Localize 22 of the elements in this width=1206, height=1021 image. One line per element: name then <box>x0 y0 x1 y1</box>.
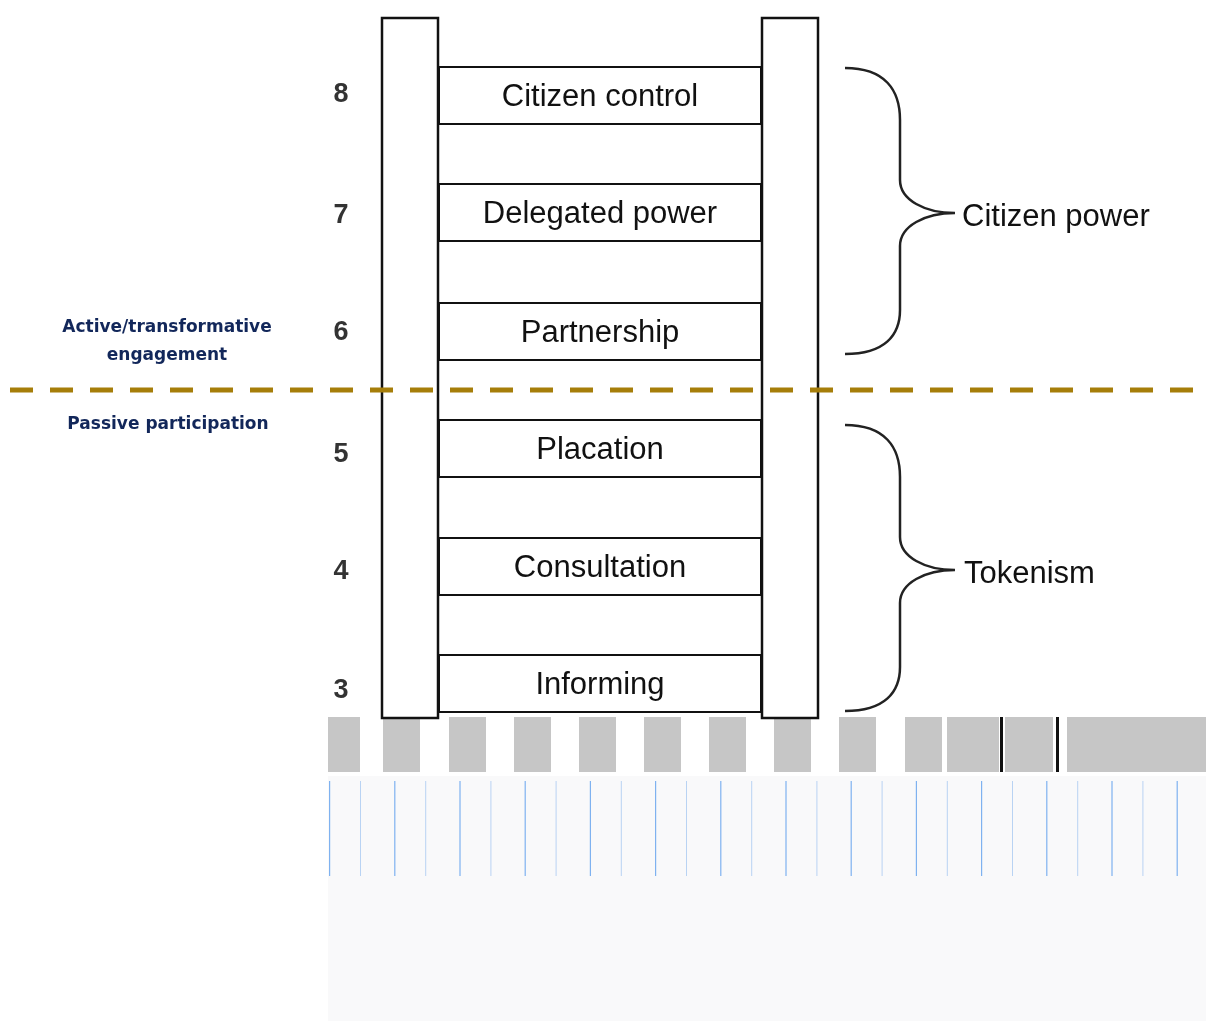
rung-number: 3 <box>333 673 349 705</box>
ladder-rung <box>438 537 762 596</box>
rung-label: Partnership <box>520 313 680 350</box>
rung-label: Informing <box>535 665 665 702</box>
rung-label: Consultation <box>513 548 687 585</box>
ladder-rung <box>438 302 762 361</box>
rung-number: 4 <box>333 554 349 586</box>
rung-label: Delegated power <box>482 194 718 231</box>
ladder-rung <box>438 654 762 713</box>
ladder-rung <box>438 66 762 125</box>
ladder-rung <box>438 419 762 478</box>
rung-number: 5 <box>333 437 349 469</box>
rung-number: 8 <box>333 77 349 109</box>
level-label: Active/transformative engagement <box>61 315 273 366</box>
ladder-rung <box>438 183 762 242</box>
rung-number: 6 <box>333 315 349 347</box>
level-label: Passive participation <box>66 412 270 435</box>
rung-number: 7 <box>333 198 349 230</box>
group-label: Tokenism <box>964 555 1095 591</box>
group-label: Citizen power <box>962 198 1150 234</box>
rung-label: Citizen control <box>501 77 699 114</box>
rung-label: Placation <box>536 430 664 467</box>
